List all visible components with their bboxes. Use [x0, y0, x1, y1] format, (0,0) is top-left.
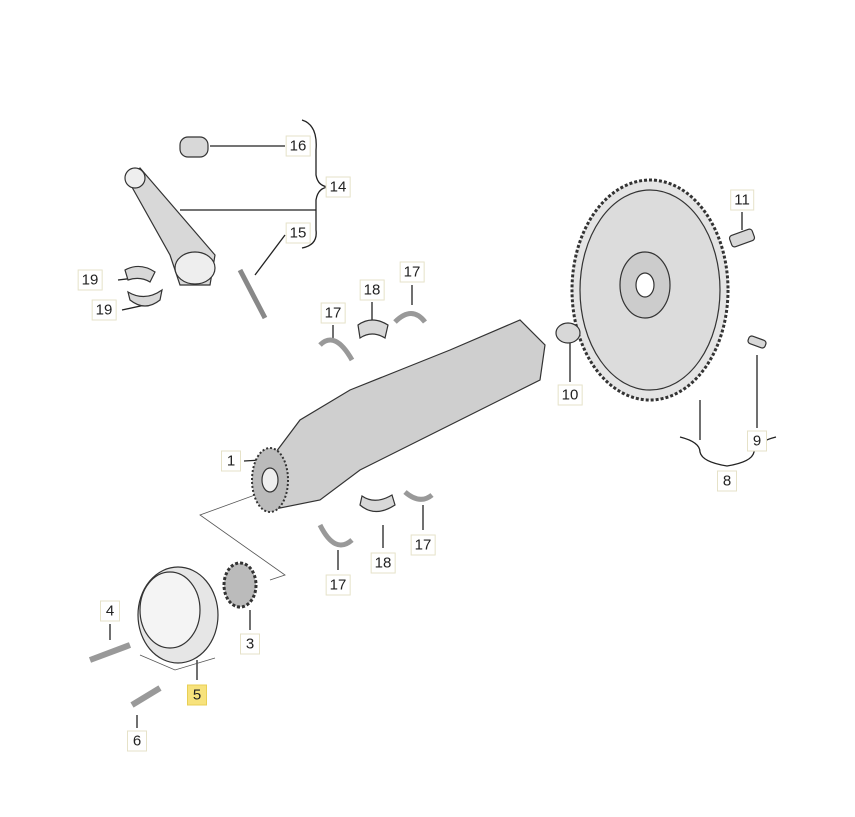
callout-9[interactable]: 9: [747, 430, 767, 452]
callout-18-lower[interactable]: 18: [370, 552, 396, 574]
callout-4[interactable]: 4: [100, 600, 120, 622]
callout-8[interactable]: 8: [717, 470, 737, 492]
callout-3[interactable]: 3: [240, 633, 260, 655]
callout-17-upper-left[interactable]: 17: [320, 302, 346, 324]
callout-18-upper[interactable]: 18: [359, 279, 385, 301]
callout-15[interactable]: 15: [285, 222, 311, 244]
callout-1[interactable]: 1: [221, 450, 241, 472]
callout-16[interactable]: 16: [285, 135, 311, 157]
callout-17-upper-right[interactable]: 17: [399, 261, 425, 283]
callout-10[interactable]: 10: [557, 384, 583, 406]
callout-6[interactable]: 6: [127, 730, 147, 752]
callout-19-lower[interactable]: 19: [91, 299, 117, 321]
callout-5-highlighted[interactable]: 5: [187, 684, 207, 706]
callout-17-lower-left[interactable]: 17: [325, 574, 351, 596]
callout-14[interactable]: 14: [325, 176, 351, 198]
callout-19-upper[interactable]: 19: [77, 269, 103, 291]
callout-17-lower-right[interactable]: 17: [410, 534, 436, 556]
callout-11[interactable]: 11: [730, 189, 754, 211]
